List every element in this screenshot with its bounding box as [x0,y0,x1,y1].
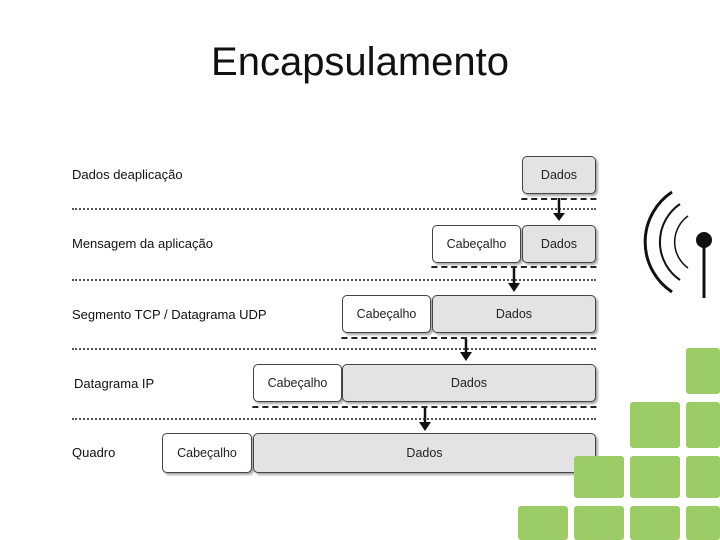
layer-separator [72,279,596,281]
wireless-signal-icon [643,190,712,298]
layer-separator [72,208,596,210]
header-box-transport-segment: Cabeçalho [342,295,431,333]
layer-label-transport-segment: Segmento TCP / Datagrama UDP [72,307,267,322]
header-box-frame: Cabeçalho [162,433,252,473]
layer-label-frame: Quadro [72,445,116,460]
data-box-ip-datagram: Dados [342,364,596,402]
data-box-application: Dados [522,156,596,194]
header-box-ip-datagram: Cabeçalho [253,364,342,402]
data-box-application-message: Dados [522,225,596,263]
down-arrow-3-icon [460,339,472,361]
green-tiles-decoration [518,348,720,540]
slide-title: Encapsulamento [211,40,509,84]
encapsulation-dashed-group [340,335,598,339]
data-box-transport-segment: Dados [432,295,596,333]
down-arrow-1-icon [553,198,565,221]
encapsulation-dashed-group [251,404,598,408]
layer-label-application-message: Mensagem da aplicação [72,236,213,251]
layer-label-application-data: Dados deaplicação [72,167,183,182]
down-arrow-2-icon [508,268,520,292]
layer-separator [72,348,596,350]
layer-separator [72,418,596,420]
data-box-frame: Dados [253,433,596,473]
layer-label-ip-datagram: Datagrama IP [74,376,155,391]
down-arrow-4-icon [419,408,431,431]
encapsulation-dashed-group [430,264,598,268]
header-box-application-message: Cabeçalho [432,225,521,263]
